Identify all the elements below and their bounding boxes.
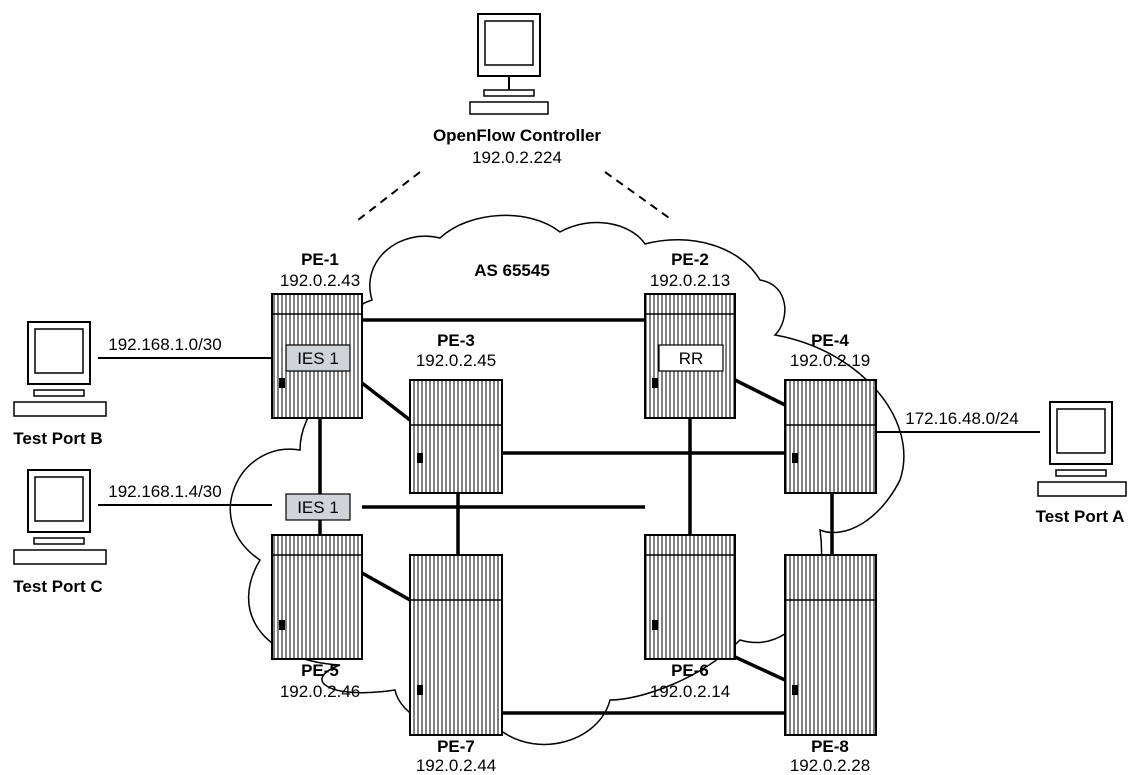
- controller-link-pe2: [605, 172, 672, 220]
- as-label: AS 65545: [474, 261, 550, 280]
- router-pe5: [272, 494, 362, 659]
- subnet-a: 172.16.48.0/24: [905, 409, 1018, 428]
- pe5-tag: IES 1: [297, 498, 339, 517]
- pe7-ip: 192.0.2.44: [416, 756, 496, 775]
- pe2-name: PE-2: [671, 250, 709, 269]
- controller-ip: 192.0.2.224: [472, 148, 562, 167]
- pe4-ip: 192.0.2.19: [790, 351, 870, 370]
- router-pe3: [410, 380, 502, 493]
- router-pe7: [410, 555, 502, 735]
- pe2-ip: 192.0.2.13: [650, 271, 730, 290]
- pe4-name: PE-4: [811, 331, 849, 350]
- router-pe6: [645, 535, 735, 659]
- pe5-name: PE-5: [301, 661, 339, 680]
- pe1-tag: IES 1: [297, 349, 339, 368]
- pe7-name: PE-7: [437, 737, 475, 756]
- pe2-tag: RR: [679, 349, 704, 368]
- router-pe8: [785, 555, 876, 735]
- controller-name: OpenFlow Controller: [433, 126, 601, 145]
- computer-test-port-c: [14, 470, 106, 564]
- pe6-name: PE-6: [671, 661, 709, 680]
- pe1-name: PE-1: [301, 250, 339, 269]
- subnet-b: 192.168.1.0/30: [108, 335, 221, 354]
- controller-link-pe1: [358, 172, 420, 220]
- pe1-ip: 192.0.2.43: [280, 271, 360, 290]
- subnet-c: 192.168.1.4/30: [108, 482, 221, 501]
- pe6-ip: 192.0.2.14: [650, 682, 730, 701]
- pe8-ip: 192.0.2.28: [790, 756, 870, 775]
- computer-test-port-a: [1038, 402, 1126, 496]
- pe3-name: PE-3: [437, 331, 475, 350]
- pe5-ip: 192.0.2.46: [280, 682, 360, 701]
- pe3-ip: 192.0.2.45: [416, 351, 496, 370]
- test-port-c-label: Test Port C: [13, 577, 102, 596]
- pe8-name: PE-8: [811, 737, 849, 756]
- test-port-a-label: Test Port A: [1036, 507, 1125, 526]
- computer-controller: [470, 14, 548, 114]
- computer-test-port-b: [14, 322, 106, 416]
- router-pe4: [785, 380, 876, 493]
- test-port-b-label: Test Port B: [13, 429, 102, 448]
